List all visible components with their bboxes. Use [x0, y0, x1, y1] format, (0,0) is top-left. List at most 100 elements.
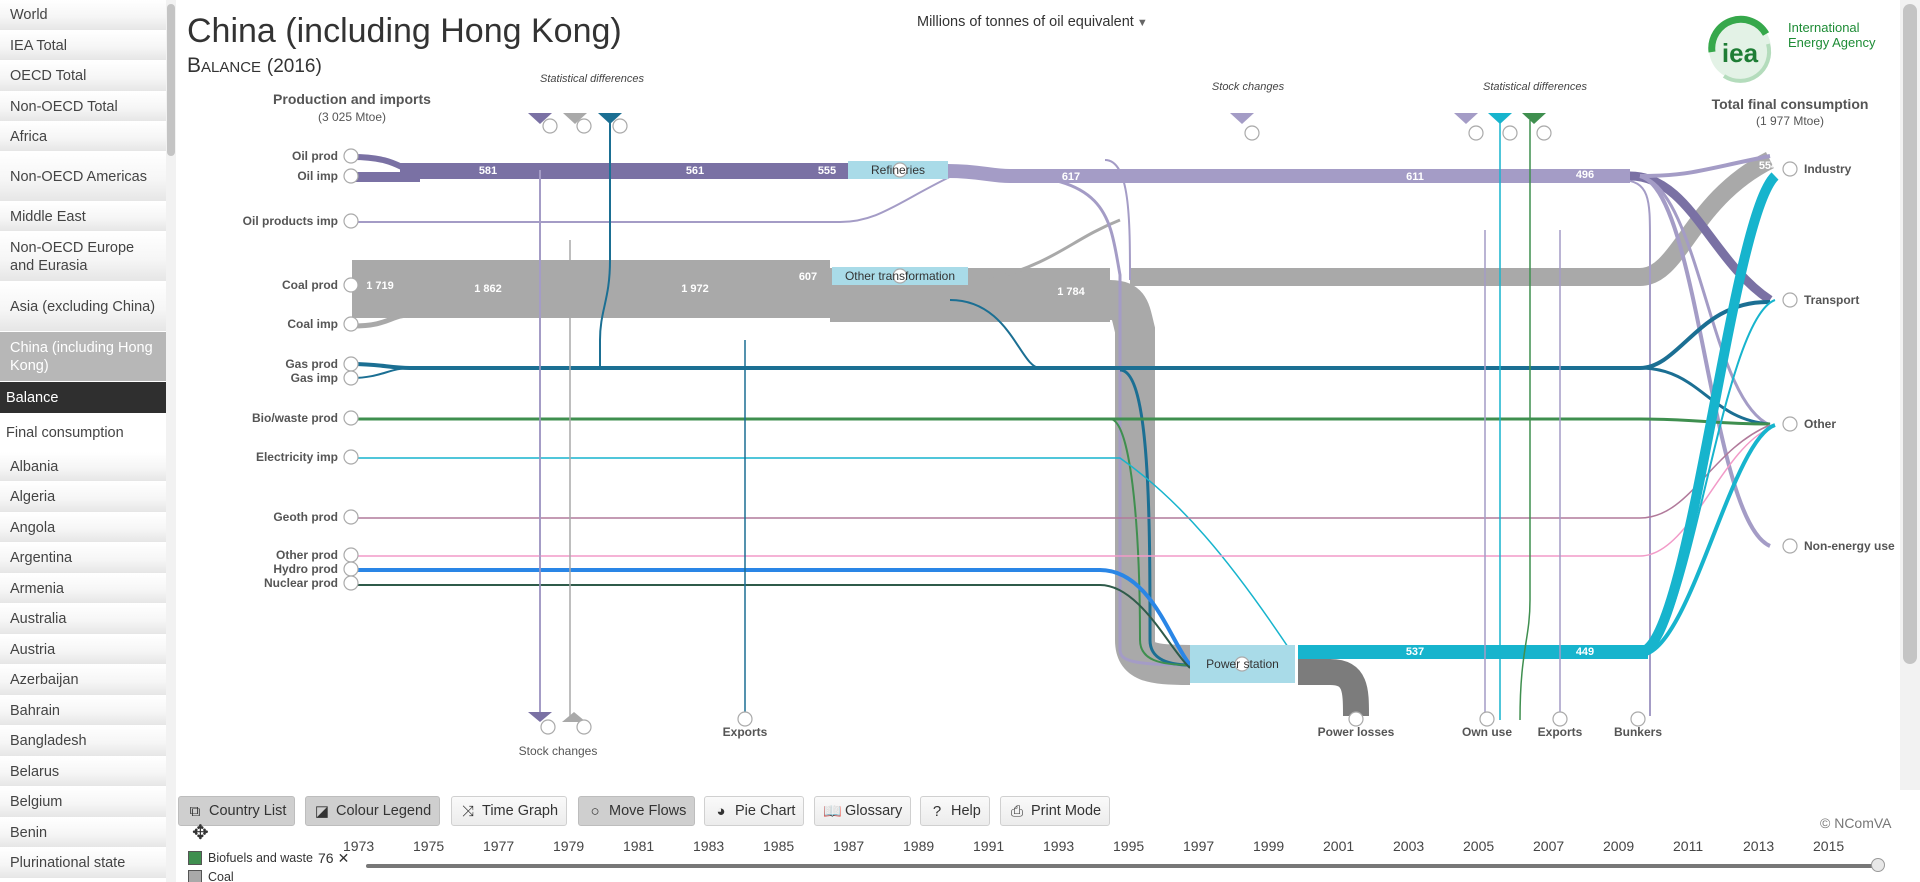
sidebar-item[interactable]: Belarus — [0, 757, 166, 787]
source-handle[interactable] — [343, 410, 359, 426]
stat-diff-arrow-oil-2[interactable] — [1454, 113, 1478, 124]
refineries-handle[interactable] — [892, 162, 908, 178]
timeline-year[interactable]: 1981 — [623, 838, 655, 854]
timeline-year[interactable]: 2005 — [1463, 838, 1495, 854]
stock-arrow-oil[interactable] — [1230, 113, 1254, 124]
timeline-year[interactable]: 1993 — [1043, 838, 1075, 854]
timeline-track[interactable] — [366, 864, 1876, 868]
legend-item[interactable]: Biofuels and waste — [188, 848, 358, 867]
sidebar-item[interactable]: Bahrain — [0, 696, 166, 726]
timeline-year[interactable]: 1995 — [1113, 838, 1145, 854]
sink-handle[interactable] — [1782, 292, 1798, 308]
timeline-year[interactable]: 1987 — [833, 838, 865, 854]
stat-diff-arrow-bio[interactable] — [1522, 113, 1546, 124]
stat-diff-arrow-elec[interactable] — [1488, 113, 1512, 124]
timeline-year[interactable]: 1989 — [903, 838, 935, 854]
sink-handle[interactable] — [1630, 711, 1646, 727]
source-handle[interactable] — [343, 148, 359, 164]
sidebar-item[interactable]: Argentina — [0, 543, 166, 574]
stock-arrow-bottom-coal[interactable] — [562, 712, 586, 722]
page-scroll-thumb[interactable] — [1903, 4, 1917, 664]
glossary-button[interactable]: 📖Glossary — [814, 796, 912, 826]
arrow-handle[interactable] — [1468, 125, 1484, 141]
timeline-year[interactable]: 1975 — [413, 838, 445, 854]
colour-legend-button[interactable]: ◪Colour Legend — [305, 796, 441, 826]
sidebar-item[interactable]: China (including Hong Kong) — [0, 332, 166, 382]
print-mode-button[interactable]: ⎙Print Mode — [1000, 796, 1111, 826]
move-icon[interactable]: ✥ — [192, 822, 209, 844]
source-handle[interactable] — [343, 370, 359, 386]
arrow-handle[interactable] — [1244, 125, 1260, 141]
stat-diff-arrow-coal[interactable] — [563, 113, 587, 124]
sidebar-item[interactable]: Non-OECD Americas — [0, 152, 166, 202]
sink-handle[interactable] — [1782, 416, 1798, 432]
arrow-handle[interactable] — [1536, 125, 1552, 141]
timeline-year[interactable]: 2003 — [1393, 838, 1425, 854]
timeline-year[interactable]: 1977 — [483, 838, 515, 854]
timeline-handle[interactable] — [1871, 858, 1885, 872]
sidebar-item[interactable]: Azerbaijan — [0, 665, 166, 696]
sink-handle[interactable] — [1782, 538, 1798, 554]
sink-handle[interactable] — [1552, 711, 1568, 727]
arrow-handle[interactable] — [576, 118, 592, 134]
stat-diff-arrow-oil[interactable] — [528, 113, 552, 124]
stat-diff-arrow-gas[interactable] — [598, 113, 622, 124]
sink-handle[interactable] — [737, 711, 753, 727]
sidebar-scroll-thumb[interactable] — [167, 4, 175, 156]
time-graph-button[interactable]: ⤨Time Graph — [451, 796, 568, 826]
timeline-year[interactable]: 1973 — [343, 838, 375, 854]
sidebar-item[interactable]: Albania — [0, 452, 166, 482]
sink-handle[interactable] — [1479, 711, 1495, 727]
source-handle[interactable] — [343, 277, 359, 293]
timeline-year[interactable]: 2007 — [1533, 838, 1565, 854]
source-handle[interactable] — [343, 575, 359, 591]
arrow-handle[interactable] — [576, 719, 592, 735]
sidebar-item[interactable]: Algeria — [0, 482, 166, 513]
timeline-year[interactable]: 2011 — [1673, 838, 1704, 854]
source-handle[interactable] — [343, 168, 359, 184]
source-handle[interactable] — [343, 509, 359, 525]
sidebar-item[interactable]: Angola — [0, 513, 166, 543]
source-handle[interactable] — [343, 213, 359, 229]
sidebar-item[interactable]: World — [0, 0, 166, 31]
sidebar-item[interactable]: Australia — [0, 604, 166, 635]
arrow-handle[interactable] — [542, 118, 558, 134]
arrow-handle[interactable] — [1502, 125, 1518, 141]
source-handle[interactable] — [343, 316, 359, 332]
source-handle[interactable] — [343, 356, 359, 372]
sidebar-item[interactable]: Balance — [0, 382, 166, 414]
power-station-handle[interactable] — [1234, 656, 1250, 672]
timeline-year[interactable]: 1991 — [973, 838, 1005, 854]
timeline-year[interactable]: 1985 — [763, 838, 795, 854]
legend-item[interactable]: Coal — [188, 867, 358, 882]
sidebar-item[interactable]: Africa — [0, 122, 166, 152]
sidebar-item[interactable]: Bangladesh — [0, 726, 166, 757]
timeline-year[interactable]: 2009 — [1603, 838, 1635, 854]
move-flows-button[interactable]: ○Move Flows — [578, 796, 696, 826]
sidebar-item[interactable]: Non-OECD Total — [0, 92, 166, 122]
arrow-handle[interactable] — [540, 719, 556, 735]
sidebar-item[interactable]: Armenia — [0, 574, 166, 604]
timeline-year[interactable]: 2013 — [1743, 838, 1775, 854]
sidebar-item[interactable]: Middle East — [0, 202, 166, 232]
sidebar-item[interactable]: Plurinational state — [0, 848, 166, 879]
help-button[interactable]: ?Help — [920, 796, 990, 826]
source-handle[interactable] — [343, 547, 359, 563]
timeline-year[interactable]: 1983 — [693, 838, 725, 854]
sidebar-scrollbar[interactable] — [166, 0, 176, 882]
sink-handle[interactable] — [1348, 711, 1364, 727]
sink-handle[interactable] — [1782, 161, 1798, 177]
pie-chart-button[interactable]: ◕Pie Chart — [704, 796, 805, 826]
timeline-year[interactable]: 1997 — [1183, 838, 1215, 854]
timeline-year[interactable]: 2015 — [1813, 838, 1845, 854]
stock-arrow-bottom-oil[interactable] — [528, 712, 552, 722]
timeline-year[interactable]: 1999 — [1253, 838, 1285, 854]
arrow-handle[interactable] — [612, 118, 628, 134]
unit-dropdown[interactable]: Millions of tonnes of oil equivalent▼ — [917, 14, 1148, 30]
country-list-button[interactable]: ⧉Country List — [178, 796, 296, 826]
sidebar-item[interactable]: Asia (excluding China) — [0, 282, 166, 332]
source-handle[interactable] — [343, 561, 359, 577]
sidebar-item[interactable]: OECD Total — [0, 61, 166, 92]
sidebar-item[interactable]: Benin — [0, 818, 166, 848]
sidebar-item[interactable]: IEA Total — [0, 31, 166, 61]
